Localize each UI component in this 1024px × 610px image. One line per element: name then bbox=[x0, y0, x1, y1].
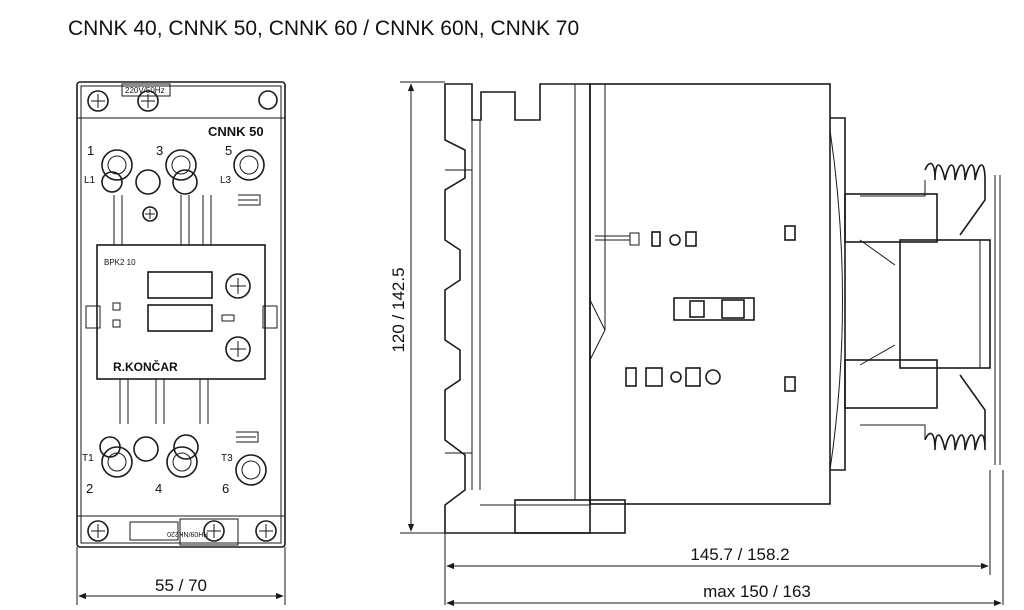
aux-screw-bottom-icon bbox=[225, 336, 251, 362]
coil-screw-bottom-3-icon bbox=[255, 520, 277, 542]
contactor-body bbox=[589, 83, 831, 505]
load-t1-label: T1 bbox=[82, 453, 94, 464]
drawing-title: CNNK 40, CNNK 50, CNNK 60 / CNNK 60N, CN… bbox=[68, 17, 580, 40]
ground-screw-icon bbox=[142, 206, 158, 222]
terminal-3-label: 3 bbox=[156, 143, 163, 158]
terminal-screw-bottom-right-icon bbox=[235, 454, 267, 486]
terminal-6-label: 6 bbox=[222, 481, 229, 496]
coil-screw-top-icon bbox=[87, 90, 109, 112]
terminal-screw-bottom-mid-icon bbox=[166, 446, 198, 478]
terminal-2-label: 2 bbox=[86, 481, 93, 496]
load-t3-label: T3 bbox=[221, 453, 233, 464]
aux-screw-top-icon bbox=[225, 273, 251, 299]
voltage-label: 220V/50Hz bbox=[125, 86, 165, 95]
aux-block-label: BPK2 10 bbox=[104, 258, 136, 267]
coil-screw-bottom-2-icon bbox=[203, 520, 225, 542]
max-dimension-label: max 150 / 163 bbox=[703, 582, 811, 601]
front-view: 220V/50Hz CNNK 50 1 3 5 L1 L3 BPK2 10 bbox=[76, 81, 286, 605]
coil-housing bbox=[899, 239, 991, 369]
mounting-hole-icon bbox=[258, 90, 278, 110]
din-rail-clip bbox=[444, 83, 591, 534]
terminal-screw-top-left-icon bbox=[101, 149, 133, 181]
line-l3-label: L3 bbox=[220, 175, 232, 186]
brand-label: R.KONČAR bbox=[113, 359, 178, 374]
terminal-ring-icon bbox=[135, 169, 161, 195]
bottom-code-label: PH09/NK220 bbox=[167, 530, 208, 537]
side-view: 120 / 142.5 bbox=[389, 81, 1004, 607]
terminal-5-label: 5 bbox=[225, 143, 232, 158]
auxiliary-block bbox=[96, 244, 266, 380]
height-dimension-label: 120 / 142.5 bbox=[389, 267, 408, 352]
model-label: CNNK 50 bbox=[208, 124, 264, 139]
spring-bottom-icon bbox=[924, 374, 986, 451]
terminal-1-label: 1 bbox=[87, 143, 94, 158]
terminal-4-label: 4 bbox=[155, 481, 162, 496]
line-l1-label: L1 bbox=[84, 175, 96, 186]
front-body-inner bbox=[80, 85, 282, 544]
front-body-outline bbox=[76, 81, 286, 548]
terminal-screw-top-right-icon bbox=[233, 149, 265, 181]
terminal-screw-top-mid-icon bbox=[165, 149, 197, 181]
terminal-screw-bottom-left-icon bbox=[101, 446, 133, 478]
width-dimension-label: 55 / 70 bbox=[155, 576, 207, 595]
spring-top-icon bbox=[924, 162, 986, 236]
depth-dimension-label: 145.7 / 158.2 bbox=[690, 545, 789, 564]
coil-screw-bottom-icon bbox=[87, 520, 109, 542]
